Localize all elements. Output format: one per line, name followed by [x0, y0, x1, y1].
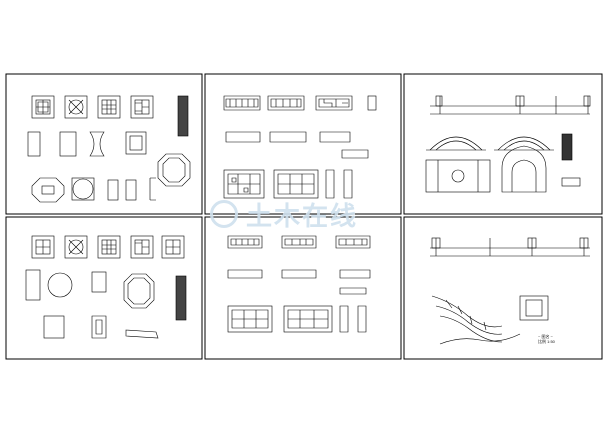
arch-gate	[501, 145, 547, 193]
title-block-line-2: 比例 1:50	[538, 339, 555, 344]
title-block: ~ 图名 ~ 比例 1:50	[538, 334, 598, 354]
sheet-5-content	[227, 235, 371, 333]
sheet-1-frame	[5, 73, 203, 215]
railing-elevation	[335, 235, 371, 249]
sheet-4-content	[25, 235, 187, 339]
lattice-window	[130, 235, 154, 259]
sheet-2-frame	[204, 73, 402, 215]
sheet-6-content	[430, 237, 590, 345]
lattice-window	[31, 235, 55, 259]
wall-elevation	[430, 237, 590, 257]
railing-elevation	[281, 235, 317, 249]
sheet-6-frame	[403, 216, 603, 360]
railing-elevation	[267, 95, 305, 111]
sheet-1-content	[27, 95, 191, 203]
bridge-elevation	[494, 136, 554, 151]
railing-elevation	[283, 305, 333, 333]
arch-gate	[425, 159, 491, 193]
path-plan	[439, 333, 521, 345]
lattice-window	[64, 95, 88, 119]
sheet-3-content	[425, 95, 591, 193]
sheet-2-content	[223, 95, 377, 199]
title-block-line-1: ~ 图名 ~	[538, 334, 553, 339]
sheet-4-frame	[5, 216, 203, 360]
lattice-window	[97, 235, 121, 259]
path-plan	[431, 295, 503, 343]
bridge-elevation	[426, 136, 486, 151]
lattice-window	[31, 95, 55, 119]
wall-elevation	[430, 95, 591, 115]
lattice-window	[130, 95, 154, 119]
railing-elevation	[223, 95, 261, 111]
railing-elevation	[223, 169, 265, 199]
lattice-window	[161, 235, 185, 259]
railing-elevation	[227, 305, 273, 333]
section-detail	[177, 95, 189, 137]
railing-elevation	[227, 235, 263, 249]
railing-elevation	[273, 169, 319, 199]
octagon-window	[157, 153, 191, 187]
octagon-window	[123, 273, 155, 309]
railing-elevation	[315, 95, 353, 111]
lattice-window	[64, 235, 88, 259]
sheet-3-frame	[403, 73, 603, 215]
lattice-window	[97, 95, 121, 119]
octagon-window	[31, 177, 65, 203]
sheet-5-frame	[204, 216, 402, 360]
